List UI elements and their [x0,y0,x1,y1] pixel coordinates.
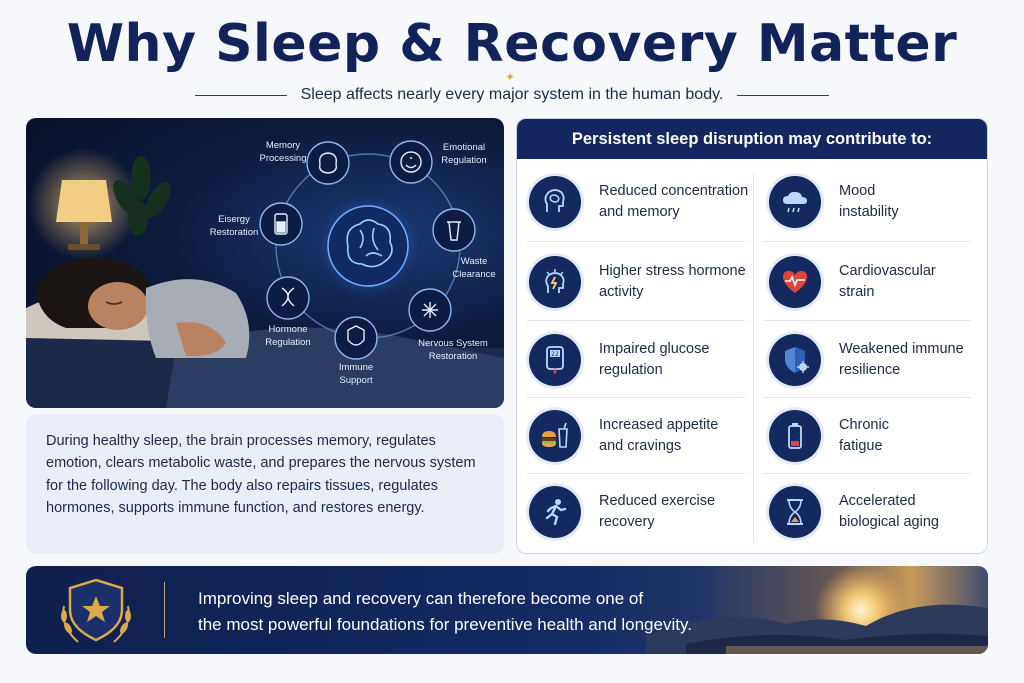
bottom-banner: Improving sleep and recovery can therefo… [26,566,988,654]
banner-line-2: the most powerful foundations for preven… [198,614,692,634]
hero-scene [26,140,504,408]
effect-item-mood: Mood instability [769,163,987,241]
sparkle-icon: ✦ [505,70,516,84]
sunset-scene [61,566,988,654]
dna-icon [281,287,295,307]
glucose-meter-icon: 22 [529,334,581,386]
label-nervous: Nervous System Restoration [418,338,488,362]
sleeping-woman-illustration: Memory Processing Emotional Regulation E… [26,118,504,408]
divider-left [194,94,287,96]
blanket [166,327,504,408]
plant-icon [113,156,171,236]
effects-grid: Reduced concentration and memory Mood in… [517,159,987,553]
star-shield-laurel-icon [61,578,131,643]
immune-node [334,316,378,360]
label-memory: Memory Processing [259,140,307,164]
memory-node [306,141,350,185]
emotional-node [389,140,433,184]
subtitle-row: Sleep affects nearly every major system … [0,86,1024,104]
effect-item-aging: Accelerated biological aging [769,473,987,551]
svg-text:22: 22 [551,351,559,358]
shield-virus-icon [769,334,821,386]
label-hormone: Hormone Regulation [265,324,311,348]
divider-right [737,94,830,96]
label-energy: Eisergy Restoration [209,214,259,238]
shield-icon [347,325,365,346]
effect-item-concentration: Reduced concentration and memory [529,163,759,241]
battery-icon [274,213,288,235]
face [88,282,148,330]
low-battery-icon [769,410,821,462]
stress-head-icon [529,256,581,308]
effect-item-immune: Weakened immune resilience [769,321,987,399]
sleep-disruption-card: Persistent sleep disruption may contribu… [516,118,988,554]
label-waste: Waste Clearance [452,256,496,280]
effect-item-fatigue: Chronic fatigue [769,397,987,475]
trash-icon [447,221,461,241]
page-title: Why Sleep & Recovery Matter [66,14,958,74]
effect-item-glucose: 22 Impaired glucose regulation [529,321,759,399]
heart-pulse-icon [769,256,821,308]
smile-icon [400,151,422,173]
hourglass-icon [769,486,821,538]
brain-small-icon [318,152,338,174]
storm-cloud-icon [769,176,821,228]
banner-line-1: Improving sleep and recovery can therefo… [198,589,644,608]
neuron-icon [422,302,438,318]
waste-node [432,208,476,252]
shirt [145,279,250,358]
brain-icon [346,219,393,268]
page-subtitle: Sleep affects nearly every major system … [300,86,724,103]
effect-item-appetite: Increased appetite and cravings [529,397,759,475]
label-emotional: Emotional Regulation [441,142,487,166]
effect-item-stress: Higher stress hormone activity [529,243,759,321]
label-immune: Immune Support [338,362,374,386]
banner-message: Improving sleep and recovery can therefo… [198,586,758,637]
burger-drink-icon [529,410,581,462]
effect-item-cardio: Cardiovascular strain [769,243,987,321]
card-heading: Persistent sleep disruption may contribu… [517,119,987,159]
arm [176,322,226,357]
sleep-description: During healthy sleep, the brain processe… [26,414,504,554]
runner-icon [529,486,581,538]
effect-item-exercise: Reduced exercise recovery [529,473,759,551]
brain-head-icon [529,176,581,228]
lamp-shade-icon [56,180,112,222]
